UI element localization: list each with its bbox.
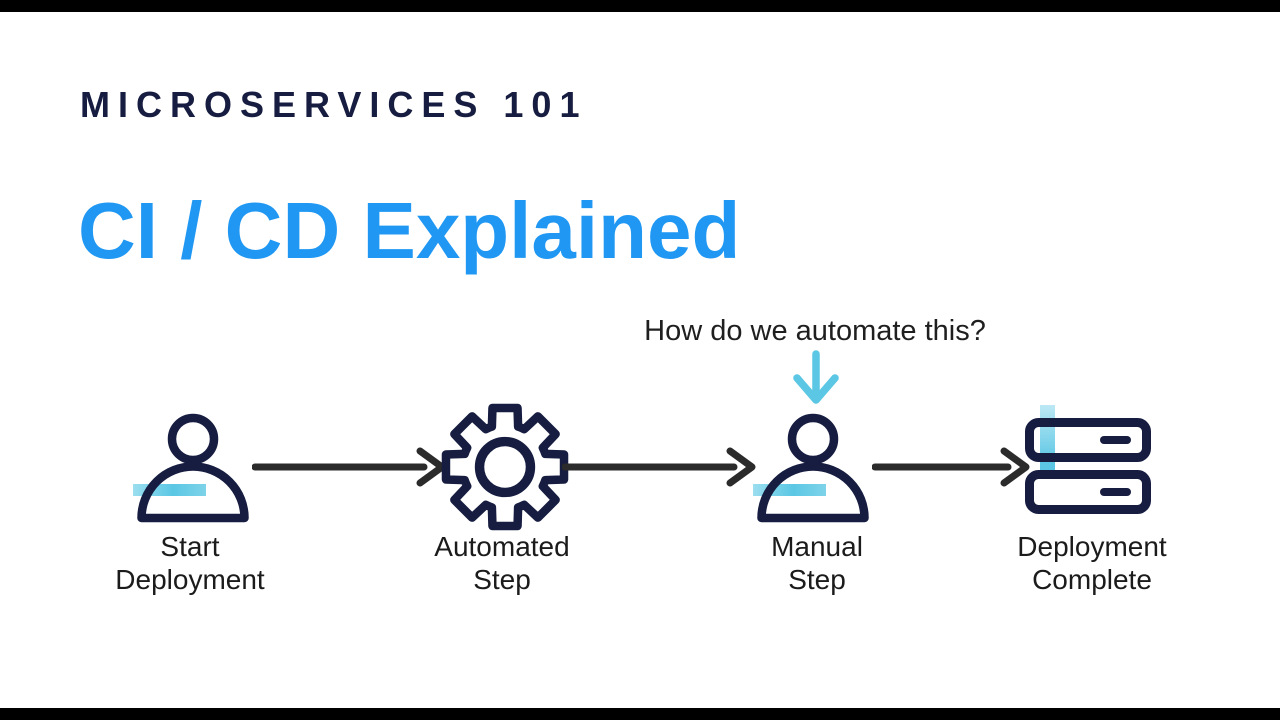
step-label: Deployment Complete [982, 530, 1202, 596]
flow-arrow-icon [872, 447, 1032, 487]
step-label-line: Deployment [115, 564, 265, 595]
person-icon [137, 413, 249, 523]
flow-arrow-icon [562, 447, 758, 487]
step-label-line: Step [473, 564, 531, 595]
flow-arrow-icon [252, 447, 448, 487]
annotation-text: How do we automate this? [644, 315, 986, 347]
step-label: Start Deployment [80, 530, 300, 596]
step-label: Manual Step [707, 530, 927, 596]
person-icon [757, 413, 869, 523]
step-label-line: Manual [771, 531, 863, 562]
step-label-line: Complete [1032, 564, 1152, 595]
step-label: Automated Step [392, 530, 612, 596]
gear-icon [439, 401, 571, 533]
letterbox-top [0, 0, 1280, 12]
kicker-text: MICROSERVICES 101 [80, 84, 588, 125]
letterbox-bottom [0, 708, 1280, 720]
page-title: CI / CD Explained [78, 186, 741, 275]
server-icon [1024, 417, 1152, 515]
down-arrow-icon [791, 350, 841, 410]
step-label-line: Automated [434, 531, 570, 562]
step-label-line: Step [788, 564, 846, 595]
step-label-line: Start [160, 531, 220, 562]
step-label-line: Deployment [1017, 531, 1167, 562]
